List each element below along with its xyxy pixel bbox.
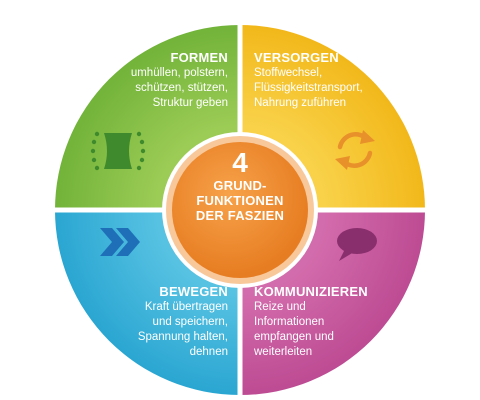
kommunizieren-title: KOMMUNIZIEREN bbox=[254, 284, 368, 299]
double-chevron-right-icon bbox=[100, 228, 140, 256]
versorgen-line-2: Flüssigkeitstransport, bbox=[254, 82, 363, 94]
center-label: 4 GRUND- FUNKTIONEN DER FASZIEN bbox=[160, 147, 320, 224]
kommunizieren-line-4: weiterleiten bbox=[254, 346, 313, 358]
quadrant-kommunizieren-text: KOMMUNIZIEREN Reize und Informationen em… bbox=[254, 284, 368, 360]
kommunizieren-line-1: Reize und bbox=[254, 301, 306, 313]
center-line-3: DER FASZIEN bbox=[195, 208, 285, 223]
bewegen-line-3: Spannung halten, bbox=[137, 331, 228, 343]
center-number: 4 bbox=[232, 147, 248, 178]
bewegen-line-1: Kraft übertragen bbox=[144, 301, 228, 313]
circular-arrows-icon bbox=[335, 130, 375, 170]
center-line-2: FUNKTIONEN bbox=[196, 193, 284, 208]
bewegen-line-4: dehnen bbox=[189, 346, 228, 358]
kommunizieren-line-2: Informationen bbox=[254, 316, 325, 328]
quadrant-bewegen-text: BEWEGEN Kraft übertragen und speichern, … bbox=[138, 284, 228, 360]
formen-line-3: Struktur geben bbox=[152, 97, 228, 109]
quadrant-versorgen-text: VERSORGEN Stoffwechsel, Flüssigkeitstran… bbox=[254, 50, 363, 111]
quadrant-formen-text: FORMEN umhüllen, polstern, schützen, stü… bbox=[131, 50, 228, 111]
fascia-bone-icon bbox=[90, 131, 146, 171]
versorgen-title: VERSORGEN bbox=[254, 50, 339, 65]
speech-bubble-icon bbox=[337, 228, 377, 261]
bewegen-line-2: und speichern, bbox=[152, 316, 228, 328]
versorgen-line-1: Stoffwechsel, bbox=[254, 67, 323, 79]
formen-line-2: schützen, stützen, bbox=[135, 82, 228, 94]
versorgen-line-3: Nahrung zuführen bbox=[254, 97, 347, 109]
bewegen-title: BEWEGEN bbox=[159, 284, 228, 299]
formen-line-1: umhüllen, polstern, bbox=[130, 67, 228, 79]
kommunizieren-line-3: empfangen und bbox=[254, 331, 334, 343]
center-circle bbox=[172, 142, 308, 278]
formen-title: FORMEN bbox=[170, 50, 228, 65]
center-line-1: GRUND- bbox=[213, 178, 267, 193]
